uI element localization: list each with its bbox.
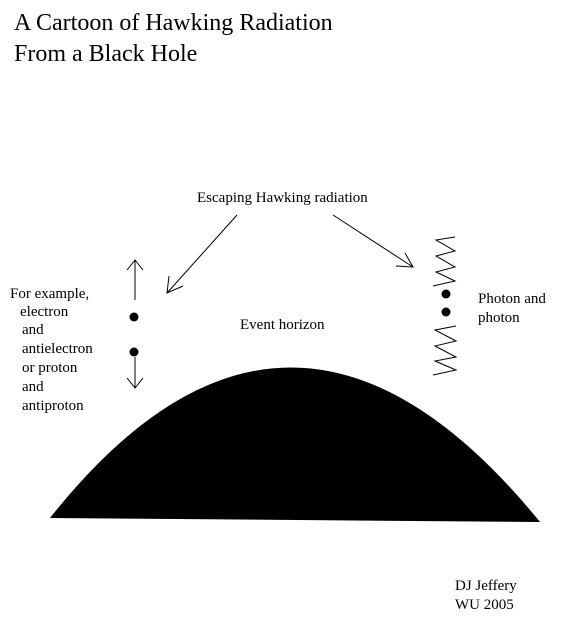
credit-affiliation: WU 2005 [455, 597, 514, 613]
right-radiation-arrow [332, 214, 414, 268]
photon-line: photon [478, 310, 520, 326]
diagram-title: A Cartoon of Hawking Radiation From a Bl… [14, 8, 333, 70]
title-line-1: A Cartoon of Hawking Radiation [14, 10, 333, 36]
particle-dot [129, 312, 139, 322]
example-line: antiproton [22, 398, 84, 414]
title-line-2: From a Black Hole [14, 41, 198, 67]
photon-wave-upper [432, 236, 457, 287]
up-arrow [126, 259, 144, 300]
left-radiation-arrow [166, 214, 238, 294]
example-line: electron [20, 304, 69, 320]
photon-line: Photon and [478, 291, 546, 307]
example-line: antielectron [22, 341, 93, 357]
example-line: or proton [22, 360, 78, 376]
example-line: For example, [10, 286, 90, 302]
escaping-radiation-label: Escaping Hawking radiation [197, 190, 368, 206]
example-line: and [22, 379, 44, 395]
event-horizon-label: Event horizon [240, 317, 325, 333]
example-line: and [22, 322, 44, 338]
black-hole [50, 367, 540, 522]
photon-dot-2 [441, 307, 451, 317]
antiparticle-dot [129, 347, 139, 357]
down-arrow [126, 357, 144, 389]
photon-dot-1 [441, 289, 451, 299]
credit-name: DJ Jeffery [455, 578, 517, 594]
photon-wave-lower [432, 325, 458, 376]
